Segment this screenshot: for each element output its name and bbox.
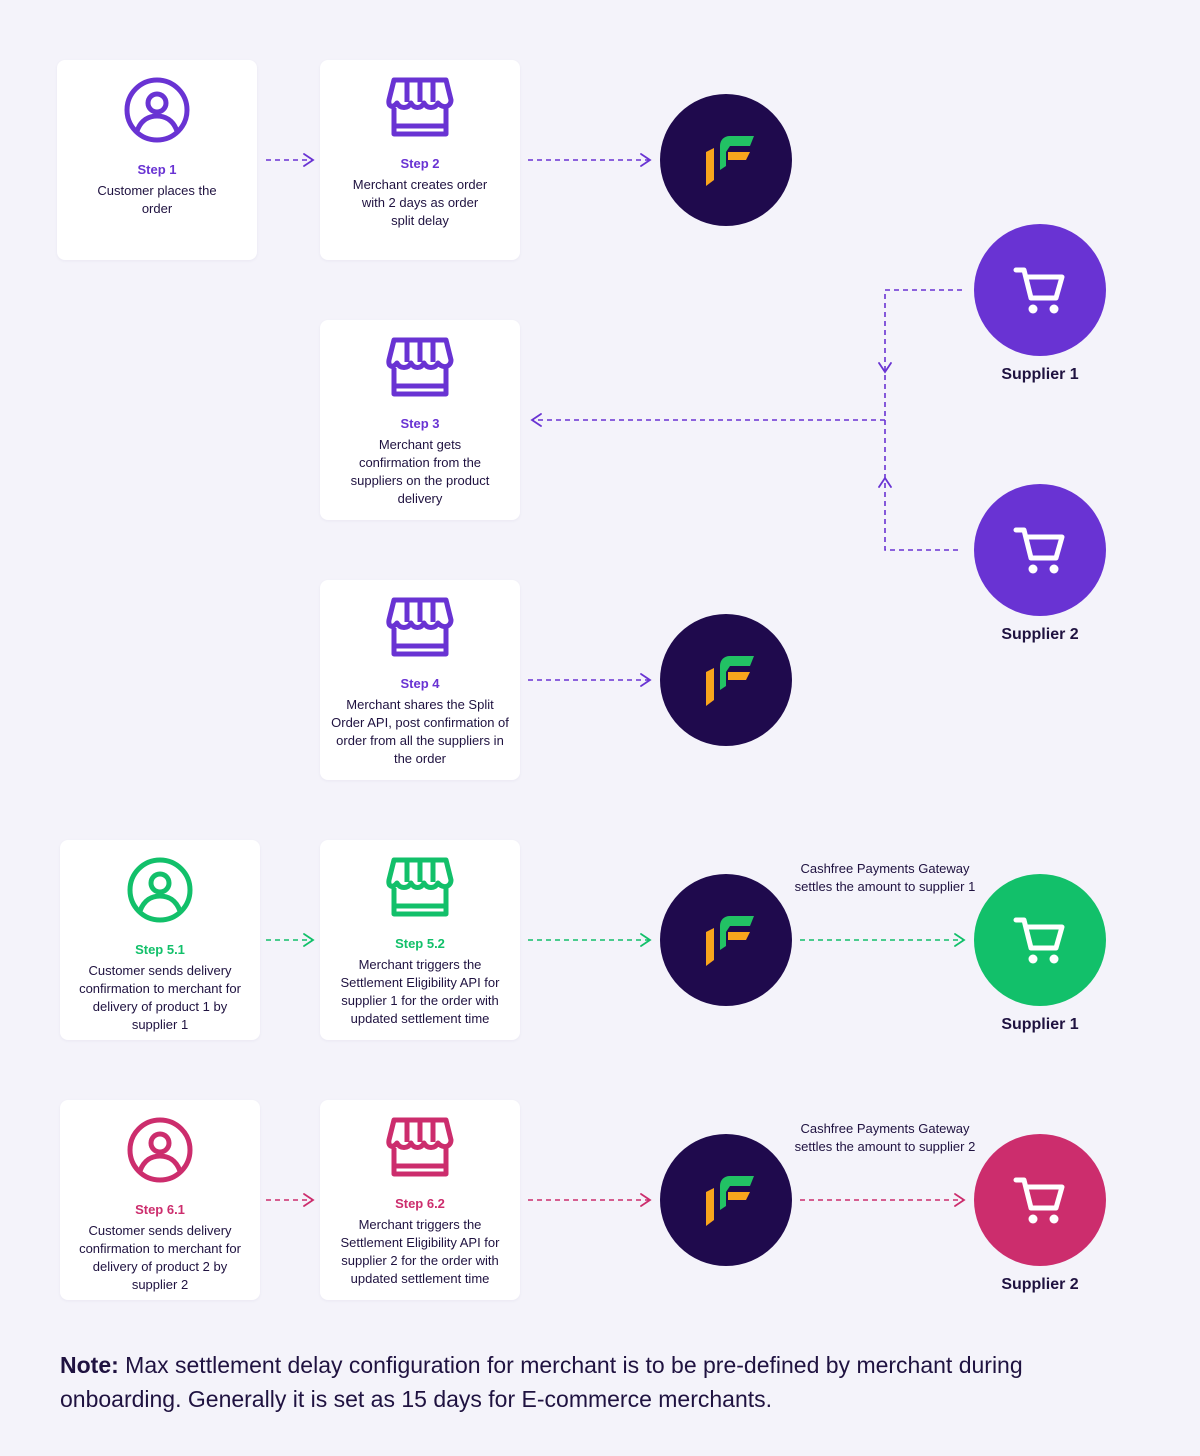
step-2-card: Step 2 Merchant creates order with 2 day…	[320, 60, 520, 260]
arrow-head	[303, 153, 315, 167]
step-6-1-title: Step 6.1	[135, 1202, 185, 1217]
step-6-1-card: Step 6.1 Customer sends delivery confirm…	[60, 1100, 260, 1300]
step-5-2-card: Step 5.2 Merchant triggers the Settlemen…	[320, 840, 520, 1040]
step-5-1-description: Customer sends delivery confirmation to …	[79, 963, 241, 1032]
store-icon	[320, 596, 520, 658]
note-label: Note:	[60, 1352, 119, 1378]
step-3-title: Step 3	[400, 416, 440, 431]
store-icon	[320, 336, 520, 398]
step-5-2-title: Step 5.2	[395, 936, 445, 951]
arrow-head	[303, 933, 315, 947]
supplier-2-avatar-pink	[974, 1134, 1106, 1266]
arrow-head	[303, 1193, 315, 1207]
arrow-head	[640, 933, 652, 947]
note-text: Max settlement delay configuration for m…	[60, 1352, 1023, 1412]
gateway-settle-label-1: Cashfree Payments Gateway settles the am…	[794, 861, 976, 894]
supplier-2-label-pink: Supplier 2	[1001, 1276, 1079, 1293]
arrow-head	[530, 413, 542, 427]
step-6-1-description: Customer sends delivery confirmation to …	[79, 1223, 241, 1292]
step-1-title: Step 1	[137, 162, 177, 177]
arrow-head	[878, 362, 892, 374]
supplier-1-avatar	[974, 224, 1106, 356]
step-6-2-description: Merchant triggers the Settlement Eligibi…	[340, 1217, 500, 1286]
step-4-card: Step 4 Merchant shares the Split Order A…	[320, 580, 520, 780]
step-5-1-card: Step 5.1 Customer sends delivery confirm…	[60, 840, 260, 1040]
store-icon	[320, 76, 520, 138]
arrow-head	[954, 1193, 966, 1207]
user-icon	[60, 856, 260, 924]
supplier-2-avatar	[974, 484, 1106, 616]
supplier-1-avatar-green	[974, 874, 1106, 1006]
arrow-head	[640, 1193, 652, 1207]
cart-icon	[1010, 520, 1070, 580]
supplier-2-label: Supplier 2	[1001, 626, 1079, 643]
step-2-title: Step 2	[400, 156, 440, 171]
step-3-card: Step 3 Merchant gets confirmation from t…	[320, 320, 520, 520]
cashfree-logo	[660, 1134, 792, 1266]
cart-icon	[1010, 910, 1070, 970]
supplier-1-label-green: Supplier 1	[1001, 1016, 1079, 1033]
cashfree-logo-icon	[696, 130, 756, 190]
step-5-2-description: Merchant triggers the Settlement Eligibi…	[340, 957, 500, 1026]
step-4-description: Merchant shares the Split Order API, pos…	[331, 697, 509, 766]
step-5-1-title: Step 5.1	[135, 942, 185, 957]
arrow-head	[954, 933, 966, 947]
store-icon	[320, 1116, 520, 1178]
step-2-description: Merchant creates order with 2 days as or…	[352, 177, 488, 228]
user-icon	[57, 76, 257, 144]
cashfree-logo-icon	[696, 650, 756, 710]
step-6-2-card: Step 6.2 Merchant triggers the Settlemen…	[320, 1100, 520, 1300]
step-1-description: Customer places the order	[97, 183, 217, 216]
footer-note: Note: Max settlement delay configuration…	[60, 1348, 1150, 1416]
supplier-1-label: Supplier 1	[1001, 366, 1079, 383]
store-icon	[320, 856, 520, 918]
cashfree-logo-icon	[696, 910, 756, 970]
cashfree-logo	[660, 874, 792, 1006]
cashfree-logo-icon	[696, 1170, 756, 1230]
cart-icon	[1010, 1170, 1070, 1230]
gateway-settle-label-2: Cashfree Payments Gateway settles the am…	[794, 1121, 976, 1154]
cashfree-logo	[660, 94, 792, 226]
arrow-head	[878, 476, 892, 488]
arrow-line	[884, 289, 962, 551]
step-4-title: Step 4	[400, 676, 440, 691]
step-1-card: Step 1 Customer places the order	[57, 60, 257, 260]
cart-icon	[1010, 260, 1070, 320]
step-6-2-title: Step 6.2	[395, 1196, 445, 1211]
cashfree-logo	[660, 614, 792, 746]
arrow-head	[640, 153, 652, 167]
arrow-head	[640, 673, 652, 687]
step-3-description: Merchant gets confirmation from the supp…	[350, 437, 490, 506]
user-icon	[60, 1116, 260, 1184]
